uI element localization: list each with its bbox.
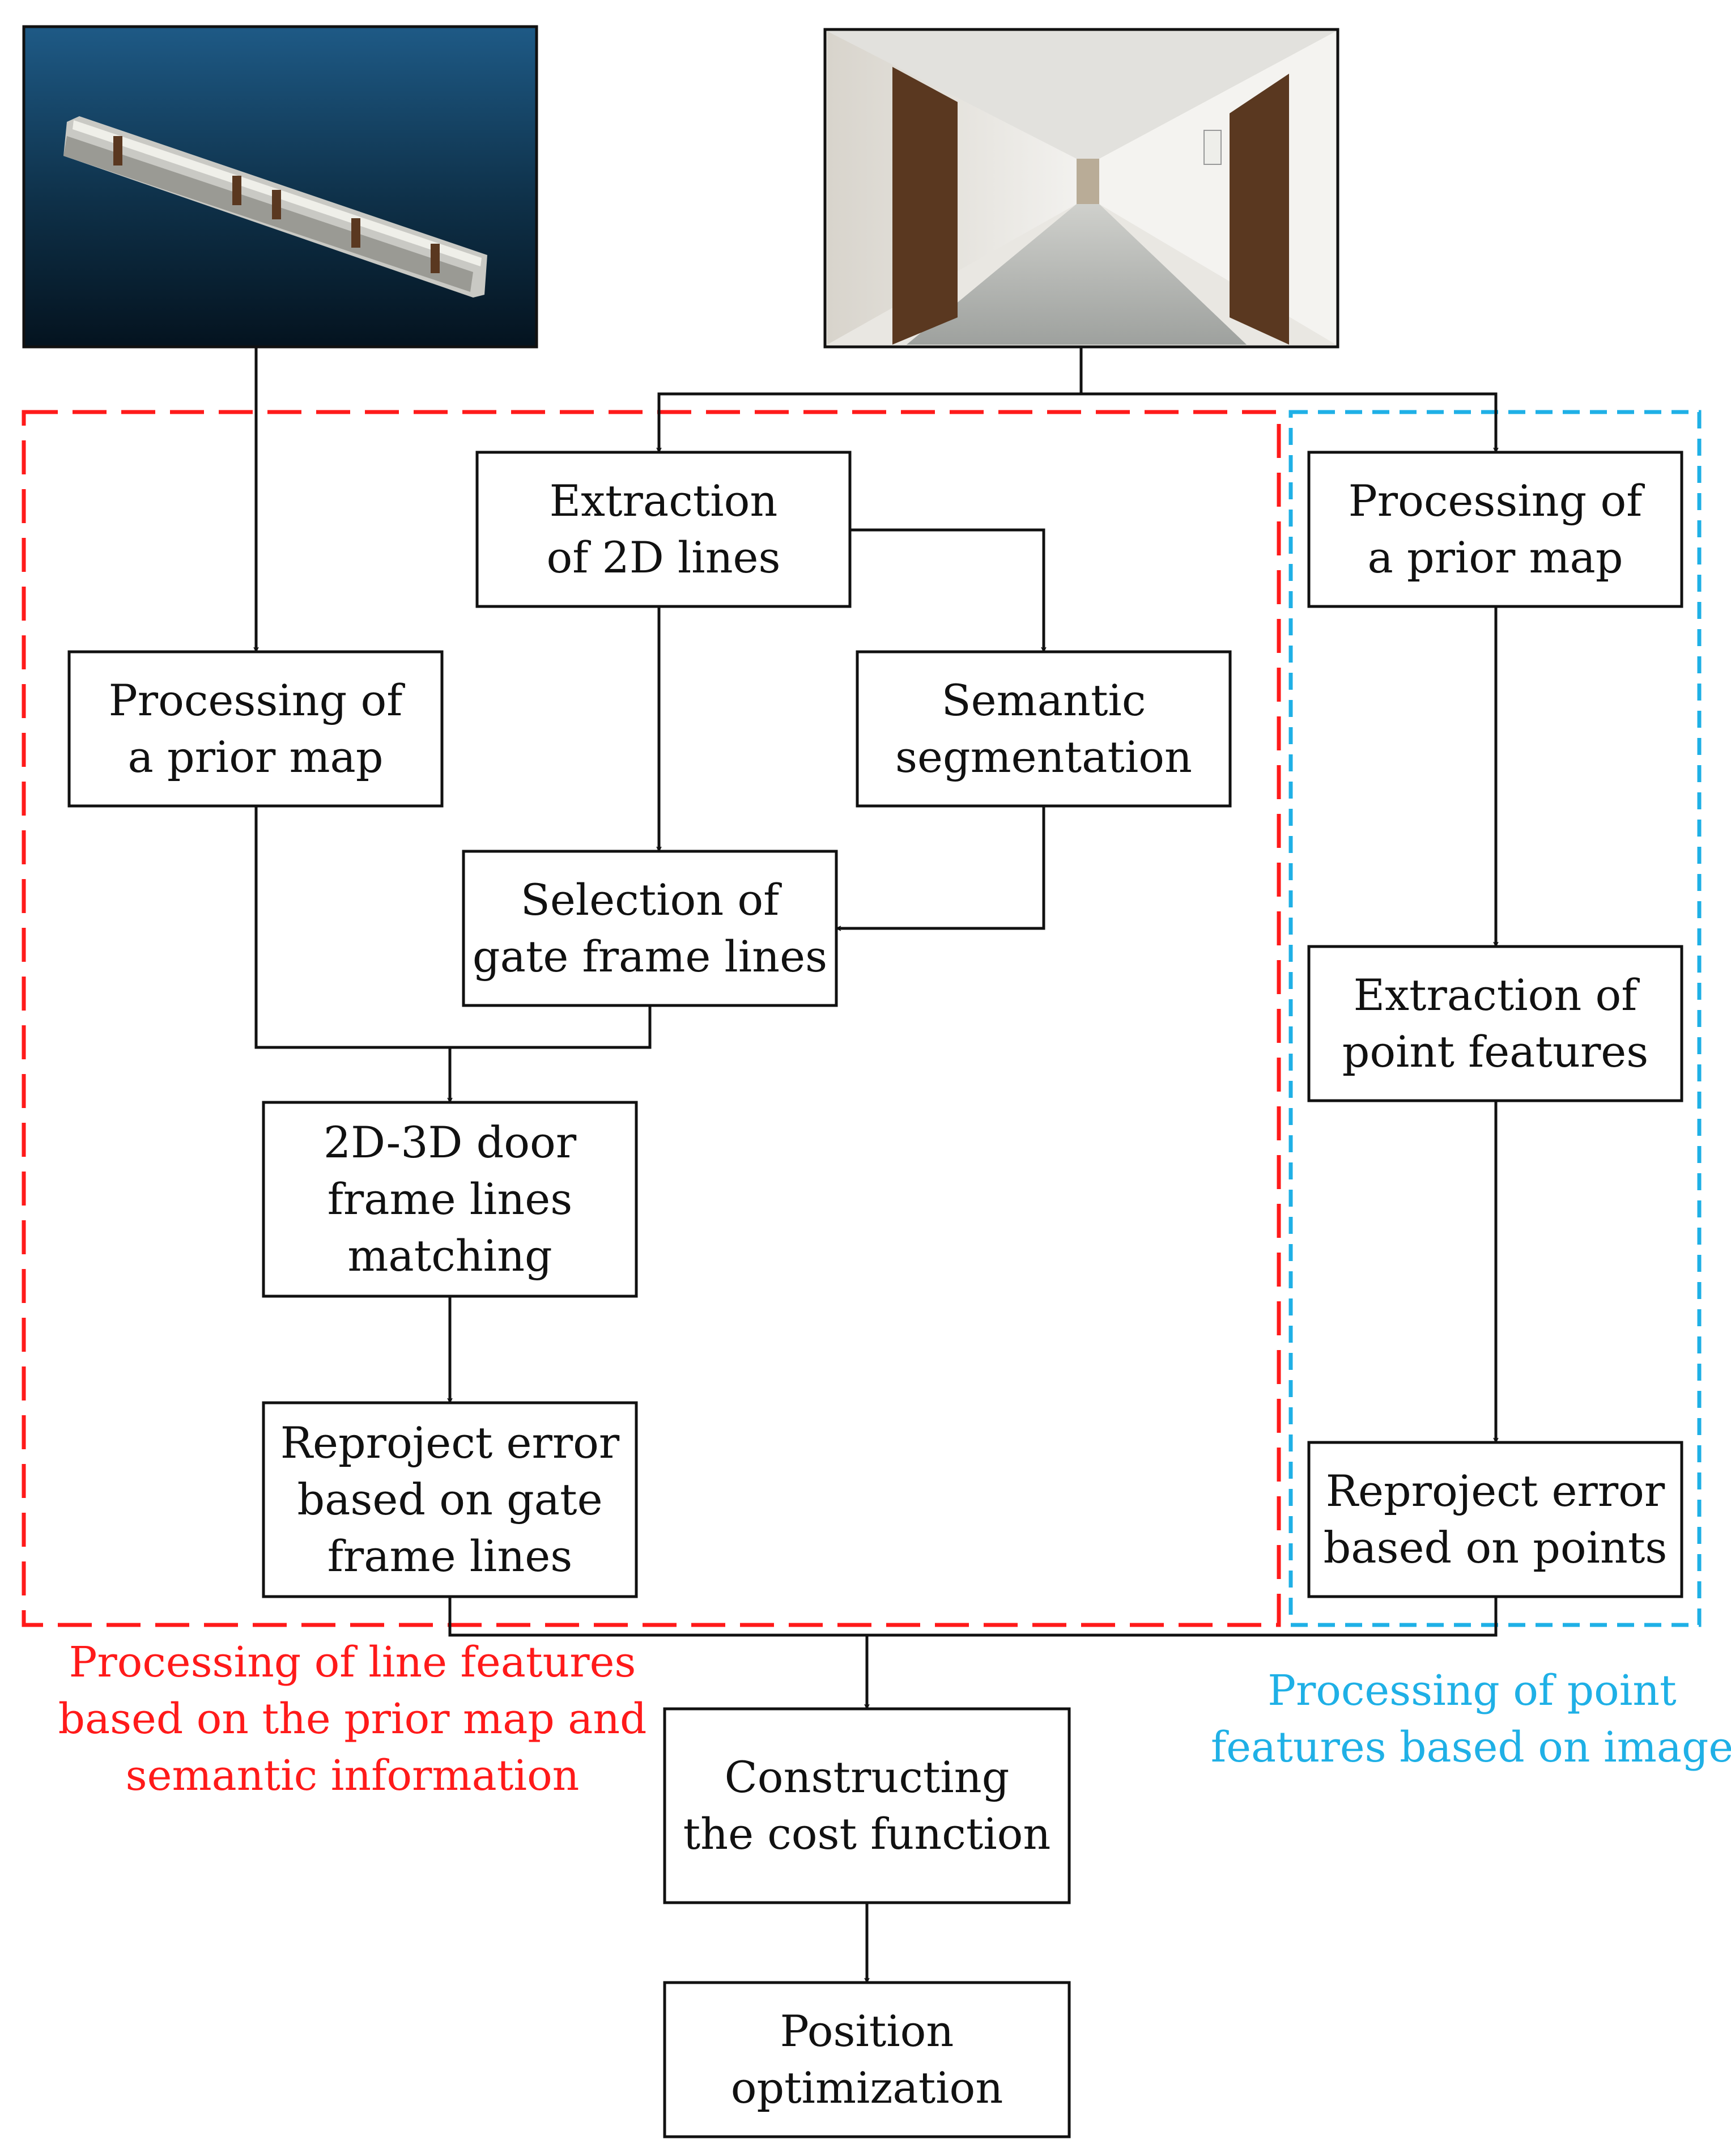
- node-select-gate: Selection of gate frame lines: [462, 850, 838, 1007]
- node-label-line: a prior map: [127, 732, 383, 782]
- node-label-line: Extraction: [550, 476, 778, 526]
- node-reproject-points: Reproject error based on points: [1307, 1441, 1683, 1598]
- node-extract-2d-lines: Extraction of 2D lines: [475, 451, 852, 608]
- node-label-line: Selection of: [521, 875, 782, 925]
- node-label-line: Constructing: [725, 1752, 1010, 1802]
- node-label-line: Reproject error: [1326, 1466, 1665, 1516]
- node-label-line: frame lines: [328, 1174, 573, 1224]
- node-prior-map-right: Processing of a prior map: [1307, 451, 1683, 608]
- point-group-caption: features based on image: [1211, 1723, 1731, 1772]
- flow-arrow: [850, 528, 1044, 652]
- node-label-line: based on points: [1324, 1522, 1668, 1573]
- node-label-line: frame lines: [328, 1531, 573, 1581]
- node-label-line: Position: [780, 2006, 954, 2056]
- node-label-line: segmentation: [895, 732, 1192, 782]
- node-label-line: Processing of: [1349, 476, 1645, 526]
- corridor-photo: [823, 28, 1339, 349]
- flow-connector: [448, 1597, 1498, 1637]
- node-label-line: Processing of: [109, 675, 406, 725]
- node-label-line: Extraction of: [1354, 970, 1640, 1020]
- flow-arrow: [836, 806, 1045, 928]
- node-extract-points: Extraction of point features: [1307, 945, 1683, 1102]
- line-features-group: [22, 410, 1281, 1627]
- node-label-line: matching: [347, 1230, 552, 1281]
- point-group-caption: Processing of point: [1268, 1666, 1677, 1715]
- point-cloud-image: [22, 25, 538, 349]
- node-cost-function: Constructing the cost function: [663, 1707, 1071, 1904]
- node-position-opt: Position optimization: [663, 1981, 1071, 2138]
- flow-arrow: [1081, 392, 1496, 452]
- node-label-line: optimization: [731, 2062, 1003, 2113]
- node-label-line: based on gate: [297, 1474, 602, 1525]
- node-label-line: a prior map: [1367, 532, 1623, 583]
- node-semantic-seg: Semantic segmentation: [856, 650, 1232, 808]
- node-label-line: point features: [1342, 1026, 1649, 1077]
- line-group-caption: semantic information: [126, 1751, 580, 1800]
- node-label-line: Reproject error: [280, 1417, 620, 1468]
- node-label-line: of 2D lines: [546, 532, 780, 583]
- node-prior-map-left: Processing of a prior map: [67, 650, 444, 808]
- node-label-line: Semantic: [942, 675, 1146, 725]
- node-label-line: gate frame lines: [473, 931, 827, 982]
- flow-arrow: [659, 347, 1083, 452]
- line-group-caption: based on the prior map and: [58, 1695, 647, 1743]
- line-group-caption: Processing of line features: [69, 1638, 636, 1687]
- node-door-matching: 2D-3D door frame lines matching: [262, 1101, 638, 1298]
- node-label-line: the cost function: [683, 1809, 1051, 1859]
- node-reproject-lines: Reproject error based on gate frame lines: [262, 1401, 638, 1598]
- flow-connector: [254, 806, 652, 1049]
- node-label-line: 2D-3D door: [324, 1117, 577, 1168]
